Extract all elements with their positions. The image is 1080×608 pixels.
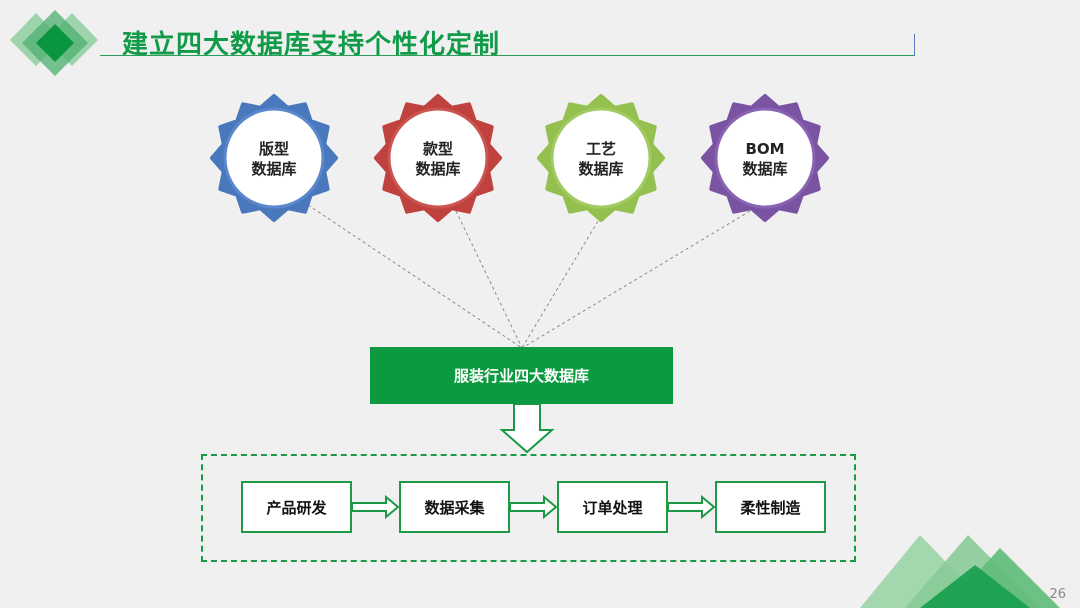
- step-product-development: 产品研发: [241, 481, 352, 533]
- step-order-processing: 订单处理: [557, 481, 668, 533]
- step-label: 柔性制造: [740, 498, 801, 517]
- database-label-style: 款型 数据库: [383, 139, 493, 179]
- title-tick-mark: [914, 34, 915, 56]
- database-label-line1: 版型: [258, 140, 289, 158]
- corner-decoration-bottom-right: [860, 535, 1060, 608]
- badge-inner-circle: [714, 107, 816, 209]
- central-database-label: 服装行业四大数据库: [453, 367, 589, 385]
- database-label-bom: BOM 数据库: [710, 139, 820, 179]
- page-number: 26: [1049, 587, 1066, 602]
- database-label-line2: 数据库: [415, 160, 461, 178]
- connector-line-4: [521, 210, 751, 349]
- step-label: 订单处理: [582, 498, 643, 517]
- corner-decoration-top-left: [10, 10, 98, 76]
- database-label-line2: 数据库: [251, 160, 297, 178]
- database-label-pattern: 版型 数据库: [219, 139, 329, 179]
- process-arrows: [351, 494, 716, 520]
- badge-inner-circle: [223, 107, 325, 209]
- connector-line-3: [521, 210, 605, 349]
- database-label-process: 工艺 数据库: [546, 139, 656, 179]
- database-label-line1: 款型: [422, 140, 453, 158]
- connector-line-1: [307, 204, 523, 349]
- right-arrow-icon: [667, 494, 716, 520]
- connector-line-2: [455, 210, 523, 349]
- title-underline: [100, 55, 915, 56]
- down-arrow-icon: [499, 403, 555, 454]
- right-arrow-icon: [351, 494, 400, 520]
- database-label-line1: BOM: [745, 140, 785, 158]
- database-badges: [210, 94, 829, 222]
- central-database-box: 服装行业四大数据库: [370, 347, 673, 404]
- badge-inner-circle: [550, 107, 652, 209]
- step-label: 产品研发: [266, 498, 327, 517]
- right-arrow-icon: [509, 494, 558, 520]
- database-label-line1: 工艺: [585, 140, 616, 158]
- badge-inner-circle: [387, 107, 489, 209]
- step-label: 数据采集: [424, 498, 485, 517]
- step-data-collection: 数据采集: [399, 481, 510, 533]
- database-label-line2: 数据库: [742, 160, 788, 178]
- step-flexible-manufacturing: 柔性制造: [715, 481, 826, 533]
- process-frame: [201, 454, 856, 562]
- connector-lines: [307, 204, 751, 349]
- database-label-line2: 数据库: [578, 160, 624, 178]
